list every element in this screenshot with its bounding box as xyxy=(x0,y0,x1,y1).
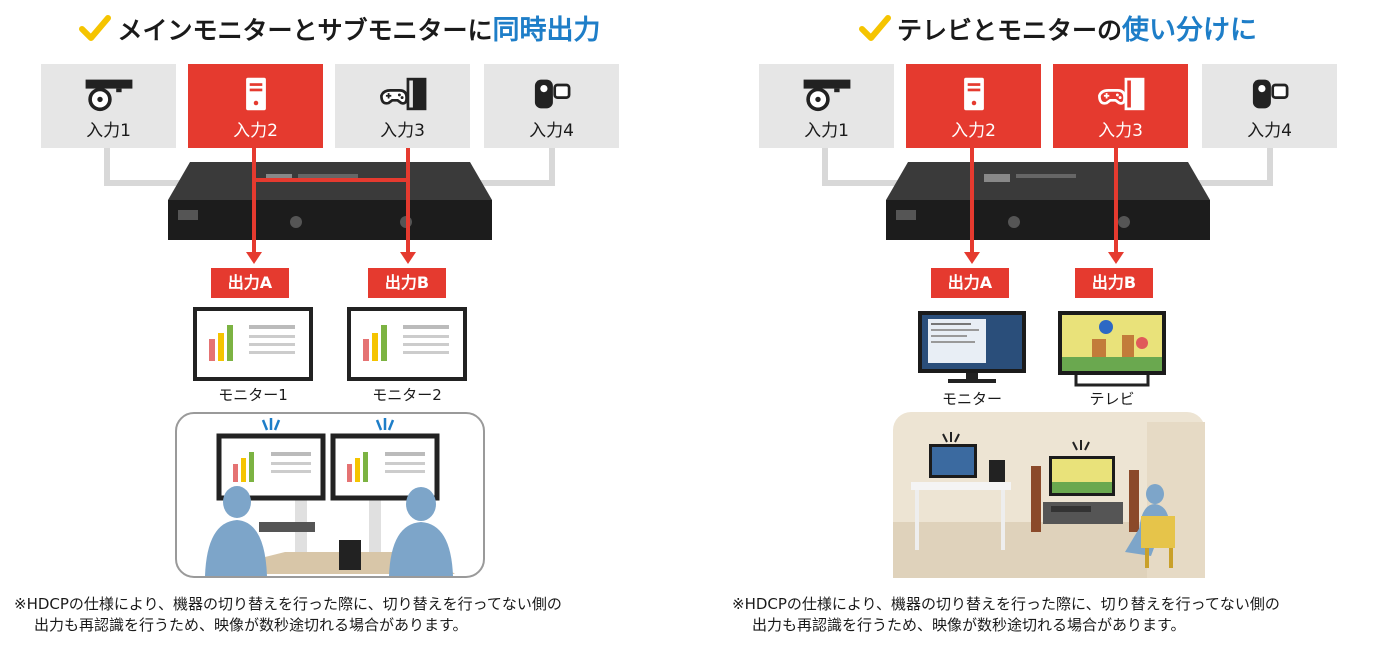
input-3-card: 入力3 xyxy=(335,64,470,148)
input-2-card: 入力2 xyxy=(188,64,323,148)
monitor-1-label: モニター1 xyxy=(218,386,288,404)
output-a-badge: 出力A xyxy=(931,268,1009,298)
monitor-2-label: モニター2 xyxy=(372,386,442,404)
left-title-main: メインモニターとサブモニターに xyxy=(117,16,493,45)
tv-label: テレビ xyxy=(1089,390,1135,408)
input-1-card: 入力1 xyxy=(41,64,176,148)
input-2-label: 入力2 xyxy=(233,121,278,141)
monitor-1-illustration xyxy=(193,307,313,381)
input-4-card: 入力4 xyxy=(484,64,619,148)
input-1-label: 入力1 xyxy=(86,121,131,141)
right-note-line-2: 出力も再認識を行うため、映像が数秒途切れる場合があります。 xyxy=(752,616,1186,634)
output-b-badge: 出力B xyxy=(368,268,446,298)
hdmi-switcher-device xyxy=(168,162,492,240)
right-panel-tv-monitor: テレビとモニターの使い分けに 入力1 入力2 入力3 入力4 出力A 出力B xyxy=(718,0,1383,655)
tv-illustration xyxy=(1058,311,1166,387)
input-3-label: 入力3 xyxy=(380,121,425,141)
game-console-icon xyxy=(1097,77,1144,111)
check-icon xyxy=(79,15,112,41)
input-2-card: 入力2 xyxy=(906,64,1041,148)
pc-tower-icon xyxy=(963,77,984,111)
input-1-label: 入力1 xyxy=(804,121,849,141)
video-camera-icon xyxy=(534,79,570,109)
left-title: メインモニターとサブモニターに同時出力 xyxy=(0,8,680,47)
left-note-line-2: 出力も再認識を行うため、映像が数秒途切れる場合があります。 xyxy=(34,616,468,634)
hdmi-switcher-device xyxy=(886,162,1210,240)
output-a-badge: 出力A xyxy=(211,268,289,298)
check-icon xyxy=(858,15,891,41)
office-scene-illustration xyxy=(175,412,485,578)
right-title: テレビとモニターの使い分けに xyxy=(718,8,1383,47)
left-note: ※HDCPの仕様により、機器の切り替えを行った際に、切り替えを行ってない側の 出… xyxy=(14,594,562,636)
monitor-2-illustration xyxy=(347,307,467,381)
input-4-card: 入力4 xyxy=(1202,64,1337,148)
right-title-main: テレビとモニターの xyxy=(896,16,1122,45)
dvd-player-icon xyxy=(85,79,132,112)
input-3-label: 入力3 xyxy=(1098,121,1143,141)
input-3-card: 入力3 xyxy=(1053,64,1188,148)
right-title-highlight: 使い分けに xyxy=(1122,15,1257,46)
left-title-highlight: 同時出力 xyxy=(492,15,601,46)
input-1-card: 入力1 xyxy=(759,64,894,148)
right-note-line-1: ※HDCPの仕様により、機器の切り替えを行った際に、切り替えを行ってない側の xyxy=(732,595,1280,613)
pc-monitor-illustration xyxy=(918,311,1026,383)
right-note: ※HDCPの仕様により、機器の切り替えを行った際に、切り替えを行ってない側の 出… xyxy=(732,594,1280,636)
monitor-label: モニター xyxy=(941,390,1002,408)
dvd-player-icon xyxy=(803,79,850,112)
video-camera-icon xyxy=(1252,79,1288,109)
input-2-label: 入力2 xyxy=(951,121,996,141)
input-4-label: 入力4 xyxy=(1247,121,1292,141)
living-room-scene-illustration xyxy=(893,412,1205,578)
left-panel-simultaneous-output: メインモニターとサブモニターに同時出力 入力1 入力2 入力3 入力4 出力A … xyxy=(0,0,680,655)
input-4-label: 入力4 xyxy=(529,121,574,141)
output-b-badge: 出力B xyxy=(1075,268,1153,298)
game-console-icon xyxy=(379,77,426,111)
left-note-line-1: ※HDCPの仕様により、機器の切り替えを行った際に、切り替えを行ってない側の xyxy=(14,595,562,613)
pc-tower-icon xyxy=(245,77,266,111)
